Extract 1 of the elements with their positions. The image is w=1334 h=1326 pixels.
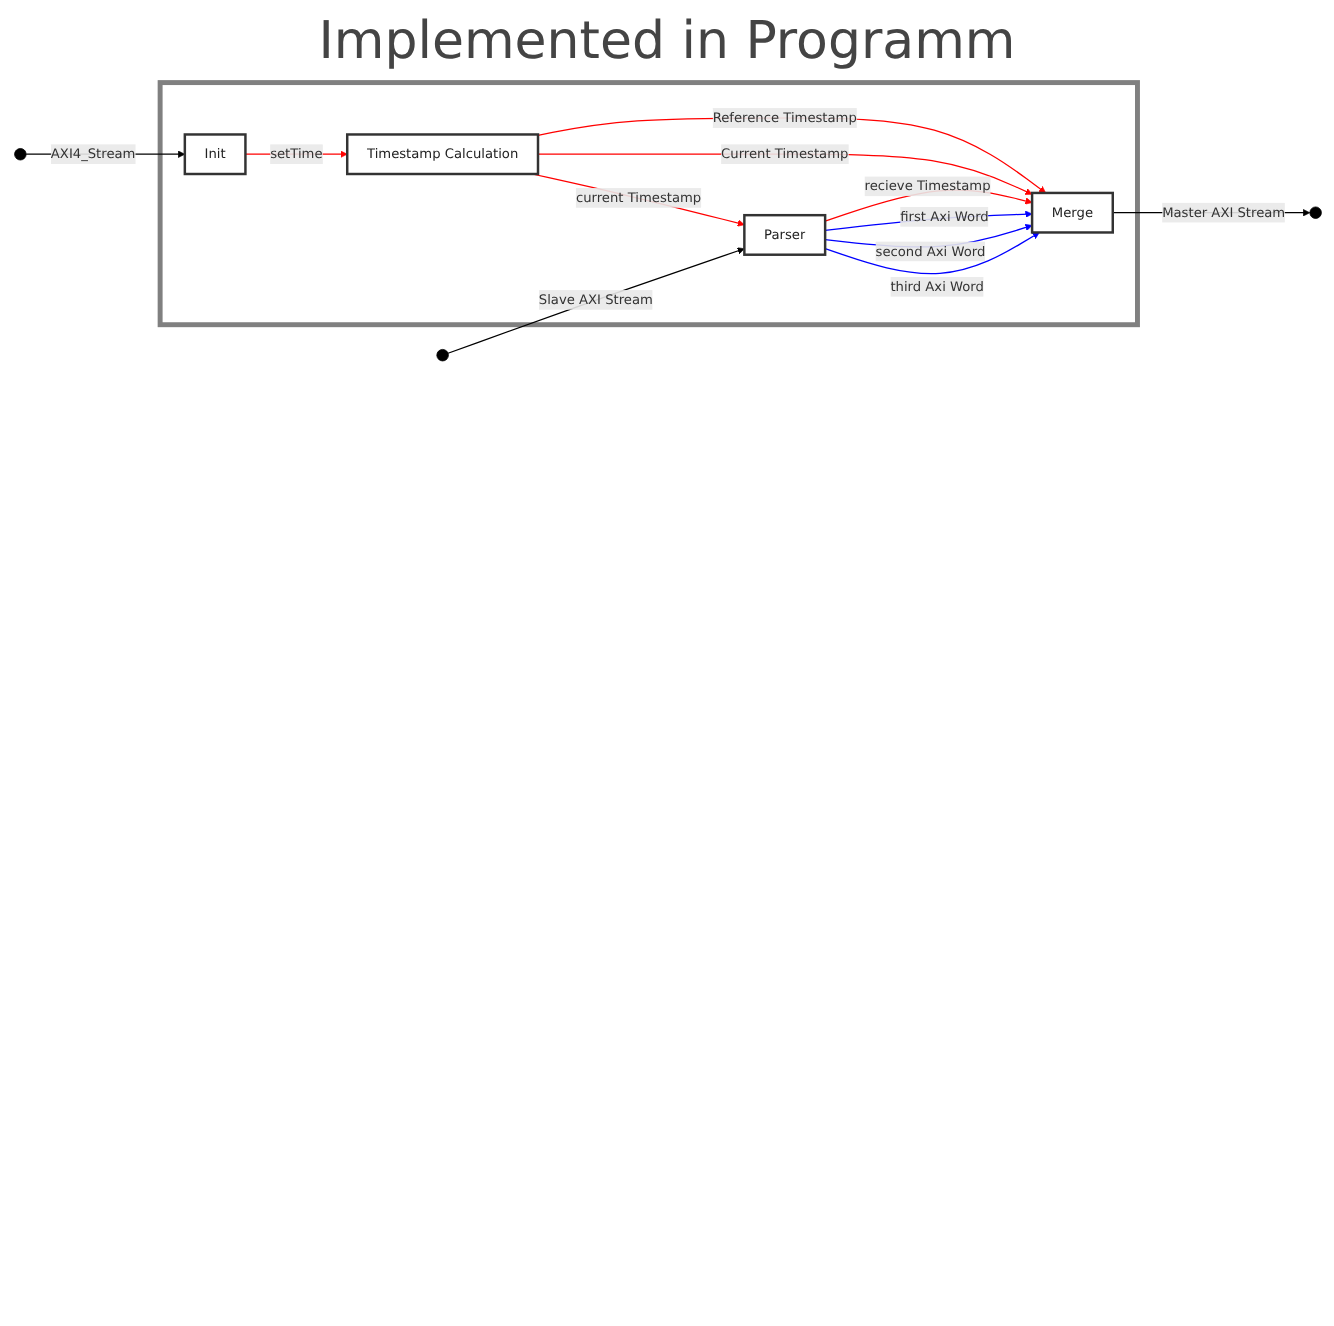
diagram-title: Implemented in Programm <box>316 10 1018 76</box>
